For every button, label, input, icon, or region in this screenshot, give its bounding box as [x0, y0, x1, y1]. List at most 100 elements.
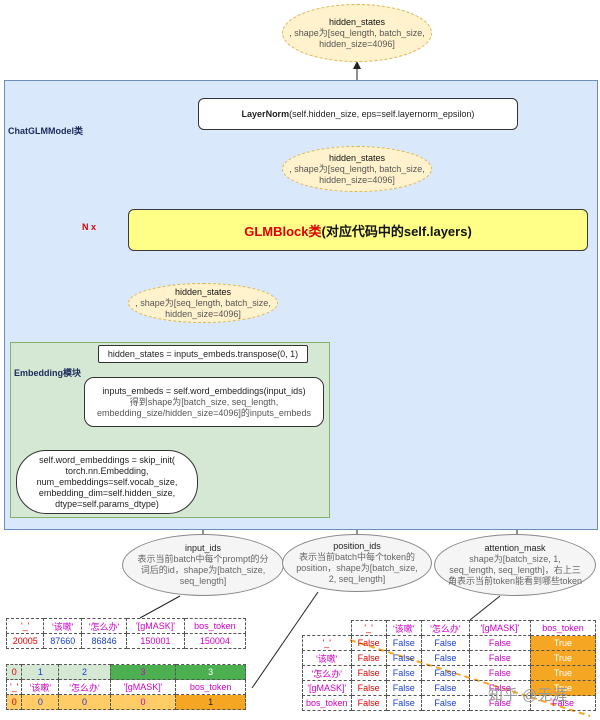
line-mask-to-table: [469, 595, 501, 621]
token-cell: '该嗽': [21, 679, 60, 695]
block-output-hidden-states: hidden_states , shape为[seq_length, batch…: [282, 146, 432, 192]
position-row-2: 0 0 0 0 1: [5, 694, 246, 710]
mask-cell: False: [385, 695, 422, 711]
position-ids-table: 0 1 2 3 3 '_' '该嗽' '怎么办' '[gMASK]' bos_t…: [5, 664, 246, 710]
mask-row-label: '该嗽': [302, 650, 352, 666]
mask-cell: False: [468, 635, 531, 651]
mask-row: '怎么办' False False False False True: [302, 665, 597, 681]
attention-mask-table: '_' '该嗽' '怎么办' '[gMASK]' bos_token '_' F…: [302, 620, 597, 711]
mask-cell: False: [350, 650, 387, 666]
mask-header-cell: '怎么办': [420, 620, 470, 636]
token-cell: '_': [5, 618, 45, 634]
chatglm-model-title: ChatGLMModel类: [8, 126, 83, 136]
position-cell: 0: [58, 694, 111, 710]
mask-cell: True: [529, 650, 597, 666]
id-cell: 150001: [126, 633, 185, 649]
output-hidden-states-title: hidden_states: [328, 16, 386, 27]
word-embeddings-text: self.word_embeddings = skip_init( torch.…: [36, 454, 178, 509]
position-cell: 2: [58, 664, 111, 680]
position-cell: 0: [21, 694, 60, 710]
token-cell: '怎么办': [58, 679, 111, 695]
position-cell: 1: [175, 694, 246, 710]
position-ids-desc: 表示当前batch中每个token的position，shape为[batch_…: [296, 552, 418, 584]
layernorm-name: LayerNorm: [241, 108, 290, 119]
position-ids-node: position_ids 表示当前batch中每个token的position，…: [282, 534, 432, 592]
line-inputids-to-table: [139, 595, 181, 619]
token-cell: bos_token: [183, 618, 247, 634]
token-cell: bos_token: [175, 679, 246, 695]
id-cell: 20005: [5, 633, 45, 649]
token-cell: '怎么办': [80, 618, 128, 634]
token-cell: '该嗽': [43, 618, 82, 634]
mask-cell: False: [420, 635, 470, 651]
attention-mask-title: attention_mask: [484, 543, 546, 553]
token-cell: '_': [5, 679, 23, 695]
mask-row-label: '[gMASK]': [302, 680, 352, 696]
position-cell: 3: [175, 664, 246, 680]
position-cell: 1: [21, 664, 60, 680]
input-ids-node: input_ids 表示当前batch中每个prompt的分词后的id，shap…: [122, 534, 284, 596]
position-cell: 3: [109, 664, 177, 680]
mask-row-label: '怎么办': [302, 665, 352, 681]
mask-cell: False: [350, 635, 387, 651]
mask-header-cell: '该嗽': [385, 620, 422, 636]
layernorm-args: (self.hidden_size, eps=self.layernorm_ep…: [289, 108, 475, 119]
embedding-region-title: Embedding模块: [14, 368, 81, 378]
token-cell: '[gMASK]': [109, 679, 177, 695]
mask-cell: False: [420, 680, 470, 696]
mask-header-cell: '_': [350, 620, 387, 636]
mask-header-cell: bos_token: [529, 620, 597, 636]
mask-cell: False: [420, 650, 470, 666]
input-ids-value-row: 20005 87660 86846 150001 150004: [5, 633, 247, 649]
block-output-hidden-desc: , shape为[seq_length, batch_size, hidden_…: [289, 163, 425, 185]
mask-cell: False: [350, 680, 387, 696]
mask-row-label: '_': [302, 635, 352, 651]
mask-cell: False: [385, 680, 422, 696]
output-hidden-states-desc: , shape为[seq_length, batch_size, hidden_…: [289, 27, 425, 49]
glm-block-name: GLMBlock类: [244, 223, 322, 239]
mask-cell: False: [468, 665, 531, 681]
input-ids-table: '_' '该嗽' '怎么办' '[gMASK]' bos_token 20005…: [5, 618, 247, 649]
id-cell: 87660: [43, 633, 82, 649]
transpose-box: hidden_states = inputs_embeds.transpose(…: [98, 345, 308, 363]
word-embeddings-box: self.word_embeddings = skip_init( torch.…: [16, 450, 198, 514]
mask-cell: True: [529, 665, 597, 681]
mask-cell: False: [420, 665, 470, 681]
inputs-embeds-line1: inputs_embeds = self.word_embeddings(inp…: [102, 385, 306, 396]
glm-block: GLMBlock类 (对应代码中的self.layers): [128, 209, 588, 251]
embedding-output-hidden-desc: , shape为[seq_length, batch_size, hidden_…: [135, 297, 271, 319]
id-cell: 150004: [183, 633, 247, 649]
embedding-output-hidden-title: hidden_states: [174, 286, 232, 297]
input-ids-token-row: '_' '该嗽' '怎么办' '[gMASK]' bos_token: [5, 618, 247, 634]
output-hidden-states: hidden_states , shape为[seq_length, batch…: [282, 4, 432, 62]
line-posids-to-table: [251, 591, 319, 689]
inputs-embeds-line2: 得到shape为[batch_size, seq_length, embeddi…: [97, 396, 311, 418]
mask-cell: False: [350, 665, 387, 681]
mask-cell: False: [385, 650, 422, 666]
mask-cell: False: [529, 695, 597, 711]
position-ids-title: position_ids: [333, 541, 381, 551]
position-cell: 0: [5, 664, 23, 680]
input-ids-desc: 表示当前batch中每个prompt的分词后的id，shape为[batch_s…: [137, 554, 269, 586]
watermark: 知乎 @无涯: [488, 687, 568, 704]
layernorm-box: LayerNorm(self.hidden_size, eps=self.lay…: [198, 98, 518, 130]
mask-cell: False: [350, 695, 387, 711]
n-times-label: N x: [82, 222, 97, 232]
glm-block-desc: (对应代码中的self.layers): [321, 223, 472, 239]
embedding-output-hidden-states: hidden_states , shape为[seq_length, batch…: [128, 283, 278, 323]
mask-row: bos_token False False False False False: [302, 695, 597, 711]
token-cell: '[gMASK]': [126, 618, 185, 634]
position-token-row: '_' '该嗽' '怎么办' '[gMASK]' bos_token: [5, 679, 246, 695]
mask-cell: False: [385, 635, 422, 651]
input-ids-title: input_ids: [184, 543, 222, 553]
id-cell: 86846: [80, 633, 128, 649]
mask-header-cell: '[gMASK]': [468, 620, 531, 636]
mask-cell: False: [468, 695, 531, 711]
attention-mask-node: attention_mask shape为[batch_size, 1, seq…: [434, 534, 596, 596]
mask-cell: False: [420, 695, 470, 711]
position-row-1: 0 1 2 3 3: [5, 664, 246, 680]
position-cell: 0: [109, 694, 177, 710]
mask-cell: False: [468, 650, 531, 666]
mask-row: '该嗽' False False False False True: [302, 650, 597, 666]
mask-corner: [303, 621, 352, 636]
